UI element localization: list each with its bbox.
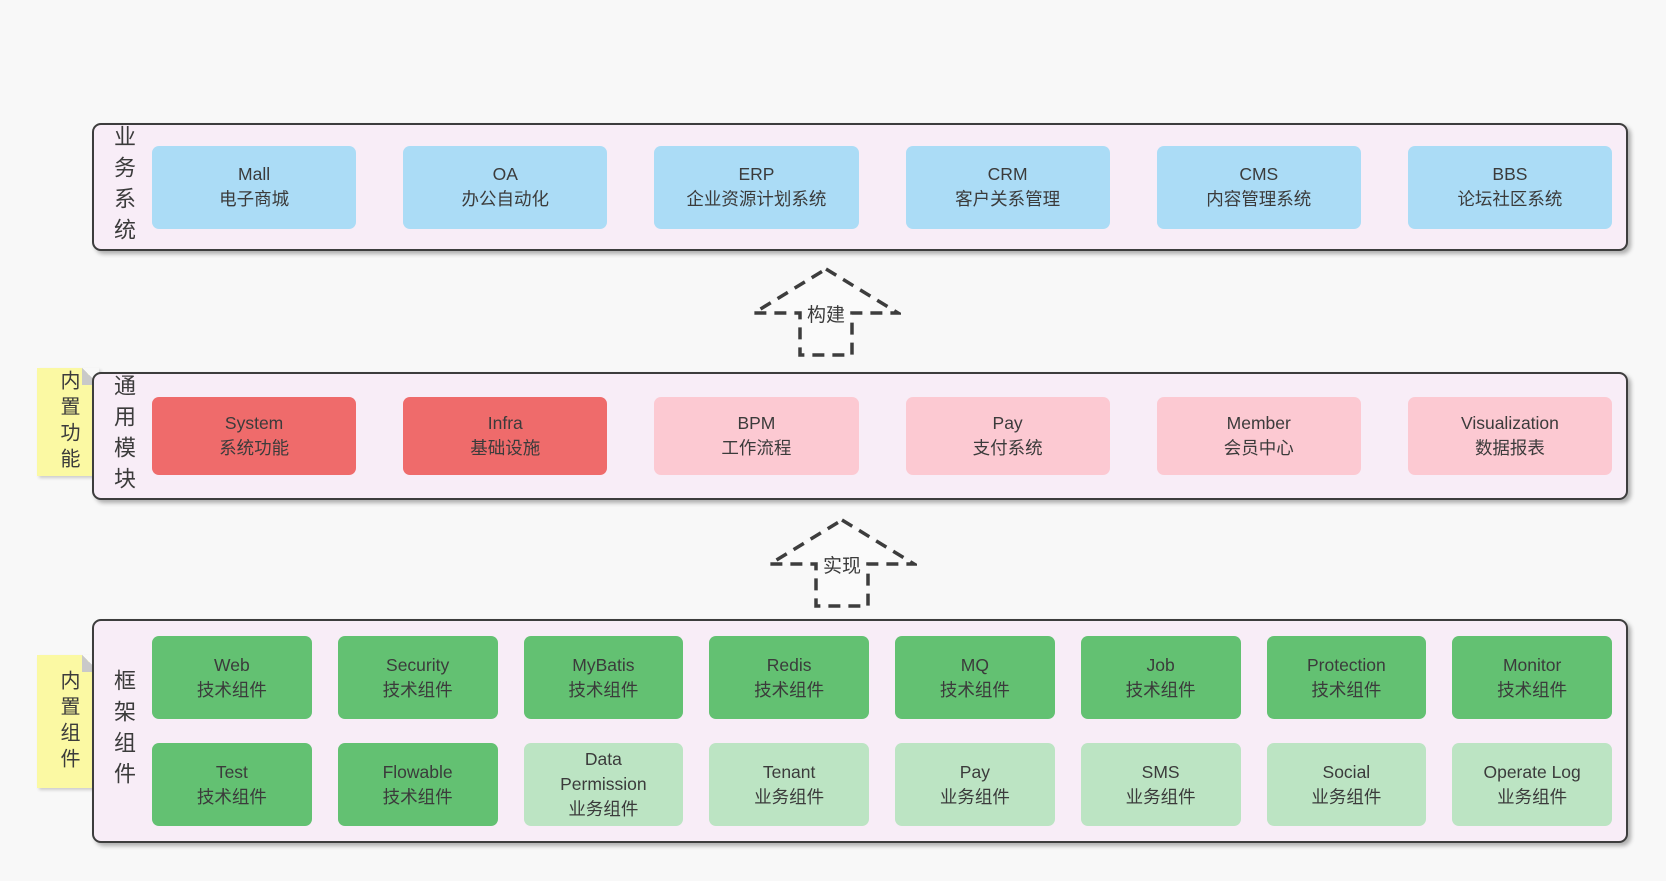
- sticky-note-builtin-components: 内置组件: [37, 655, 99, 788]
- implement-arrow: 实现: [767, 517, 917, 609]
- sticky-note-label: 内置组件: [57, 669, 79, 774]
- section-label: 框架组件: [111, 669, 136, 793]
- section-label: 业务系统: [111, 125, 136, 249]
- section-label: 通用模块: [111, 374, 136, 498]
- sticky-note-label: 内置功能: [57, 370, 79, 474]
- arrow-label: 构建: [802, 300, 850, 327]
- build-arrow: 构建: [751, 266, 901, 358]
- sticky-note-builtin-features: 内置功能: [37, 368, 99, 476]
- arrow-label: 实现: [818, 551, 866, 578]
